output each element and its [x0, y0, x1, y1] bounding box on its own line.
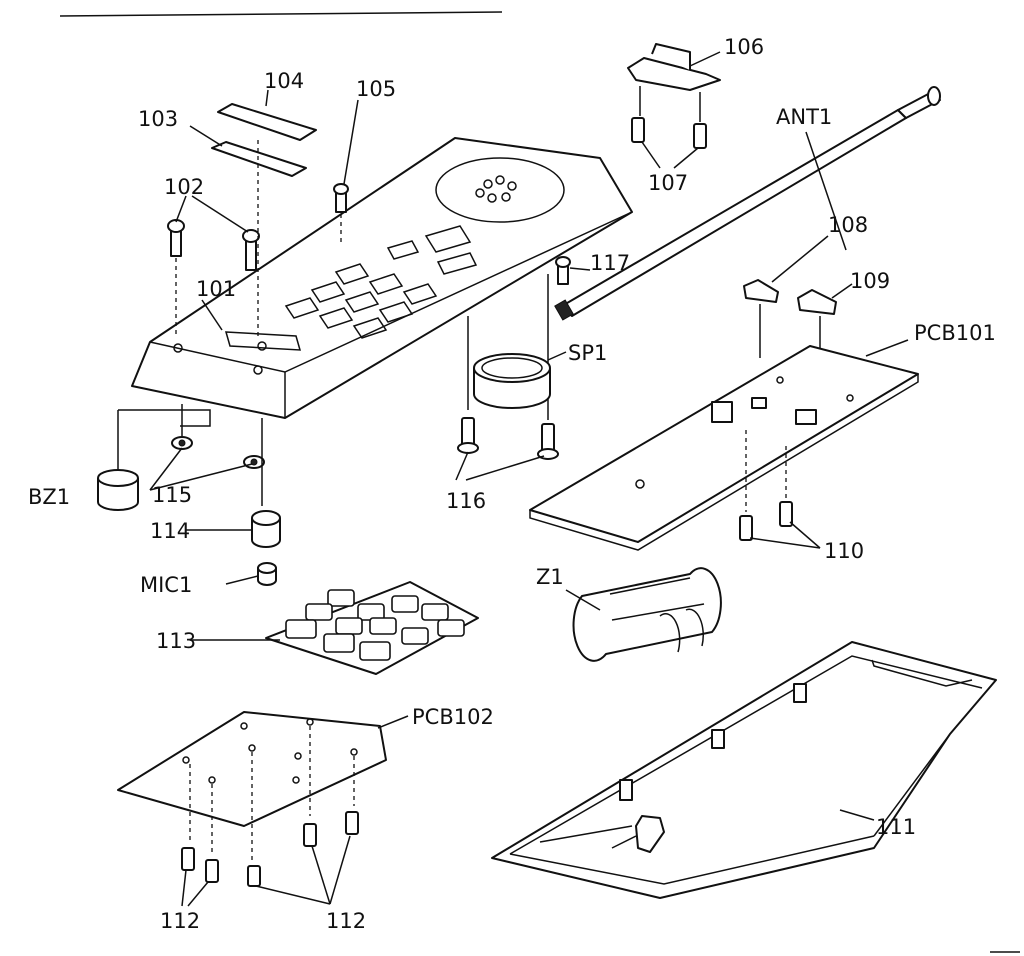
switch-108 [743, 279, 779, 303]
label-105: 105 [356, 77, 396, 101]
label-109: 109 [850, 269, 890, 293]
screws-110 [739, 501, 793, 541]
label-pcb102: PCB102 [412, 705, 494, 729]
part-103-window [211, 141, 307, 177]
label-112-left: 112 [160, 909, 200, 933]
label-104: 104 [264, 69, 304, 93]
top-rule [59, 11, 503, 17]
mic-holder-114 [251, 510, 281, 548]
label-mic1: MIC1 [140, 573, 192, 597]
switch-109 [797, 289, 837, 315]
label-111: 111 [876, 815, 916, 839]
buzzer-bz1 [97, 469, 139, 511]
label-110: 110 [824, 539, 864, 563]
label-102: 102 [164, 175, 204, 199]
label-106: 106 [724, 35, 764, 59]
screws-107 [631, 117, 707, 149]
pcb-101 [529, 345, 919, 551]
label-115: 115 [152, 483, 192, 507]
screw-117 [555, 256, 571, 285]
battery-pack-z1 [572, 567, 722, 662]
label-112-right: 112 [326, 909, 366, 933]
label-101: 101 [196, 277, 236, 301]
label-108: 108 [828, 213, 868, 237]
label-116: 116 [446, 489, 486, 513]
front-housing [131, 137, 633, 419]
bracket-106 [627, 43, 721, 91]
label-113: 113 [156, 629, 196, 653]
microphone-mic1 [257, 562, 277, 586]
part-104-plate [217, 103, 317, 141]
label-114: 114 [150, 519, 190, 543]
keypad-openings [224, 263, 438, 351]
label-z1: Z1 [536, 565, 564, 589]
label-ant1: ANT1 [776, 105, 832, 129]
speaker-sp1 [473, 353, 551, 409]
rear-case-111 [491, 641, 997, 899]
leader-lines [149, 51, 909, 907]
keypad-keys [285, 589, 465, 661]
label-pcb101: PCB101 [914, 321, 996, 345]
screws-116 [457, 417, 559, 460]
antenna-ant1 [554, 86, 941, 321]
screws-112 [181, 811, 359, 887]
label-117: 117 [590, 251, 630, 275]
label-107: 107 [648, 171, 688, 195]
speaker-holes [475, 175, 517, 203]
keypad-113 [265, 581, 479, 675]
screw-105 [333, 183, 349, 213]
label-103: 103 [138, 107, 178, 131]
screws-102 [167, 219, 260, 271]
label-bz1: BZ1 [28, 485, 70, 509]
label-sp1: SP1 [568, 341, 607, 365]
part-labels: 104 105 103 102 101 106 107 ANT1 108 109… [28, 35, 996, 933]
